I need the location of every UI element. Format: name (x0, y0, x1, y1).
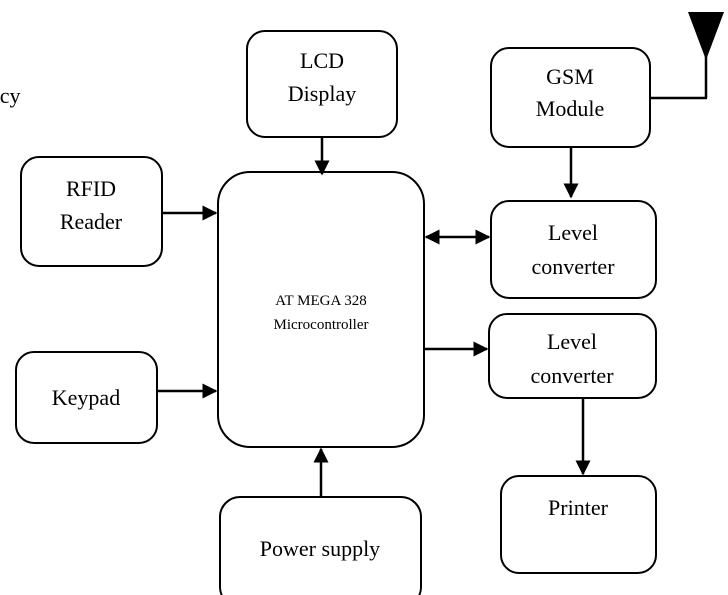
power-supply-block: Power supply (219, 496, 422, 595)
lcd-label-line2: Display (288, 81, 356, 106)
rfid-label-line2: Reader (60, 209, 123, 234)
printer-block: Printer (500, 475, 657, 574)
gsm-label-line2: Module (536, 96, 604, 121)
printer-label: Printer (548, 495, 609, 520)
level2-label-line1: Level (547, 329, 597, 354)
level1-label-line2: converter (531, 254, 615, 279)
keypad-block: Keypad (15, 351, 158, 444)
rfid-label-line1: RFID (66, 176, 116, 201)
lcd-display-block: LCD Display (246, 30, 398, 138)
gsm-module-block: GSM Module (490, 47, 651, 148)
mcu-label-line1: AT MEGA 328 (275, 293, 366, 309)
level1-label-line1: Level (548, 220, 598, 245)
power-supply-label: Power supply (260, 536, 380, 561)
rfid-reader-block: RFID Reader (20, 156, 163, 267)
microcontroller-block: AT MEGA 328 Microcontroller (217, 171, 425, 448)
lcd-label-line1: LCD (300, 48, 344, 73)
cut-off-text-fragment: acy (0, 83, 21, 108)
level-converter-2-block: Level converter (488, 313, 657, 399)
level2-label-line2: converter (530, 363, 614, 388)
keypad-label: Keypad (52, 385, 120, 410)
gsm-label-line1: GSM (546, 64, 594, 89)
level-converter-1-block: Level converter (490, 200, 657, 299)
antenna-icon (650, 12, 724, 100)
mcu-label-line2: Microcontroller (274, 317, 369, 333)
